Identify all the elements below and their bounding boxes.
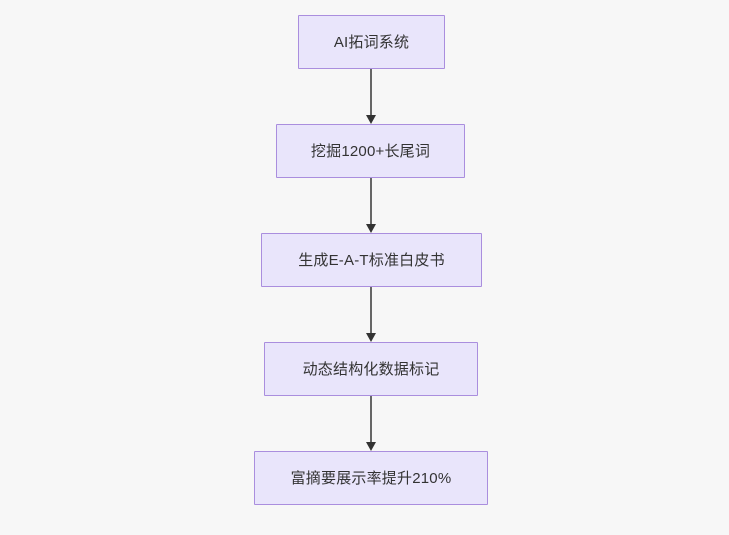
flow-node-mine-longtail-keywords[interactable]: 挖掘1200+长尾词 <box>276 124 465 178</box>
flow-node-ai-keyword-system[interactable]: AI拓词系统 <box>298 15 445 69</box>
arrowhead-icon <box>366 115 376 124</box>
flow-connector-2 <box>366 178 376 233</box>
flow-node-rich-snippet-impression-lift[interactable]: 富摘要展示率提升210% <box>254 451 488 505</box>
arrowhead-icon <box>366 442 376 451</box>
arrowhead-icon <box>366 333 376 342</box>
flow-connector-3 <box>366 287 376 342</box>
connector-line <box>370 69 372 115</box>
connector-line <box>370 178 372 224</box>
flow-connector-4 <box>366 396 376 451</box>
flow-node-dynamic-structured-data-markup[interactable]: 动态结构化数据标记 <box>264 342 478 396</box>
connector-line <box>370 287 372 333</box>
connector-line <box>370 396 372 442</box>
flow-node-generate-eat-whitepaper[interactable]: 生成E-A-T标准白皮书 <box>261 233 482 287</box>
arrowhead-icon <box>366 224 376 233</box>
flow-connector-1 <box>366 69 376 124</box>
